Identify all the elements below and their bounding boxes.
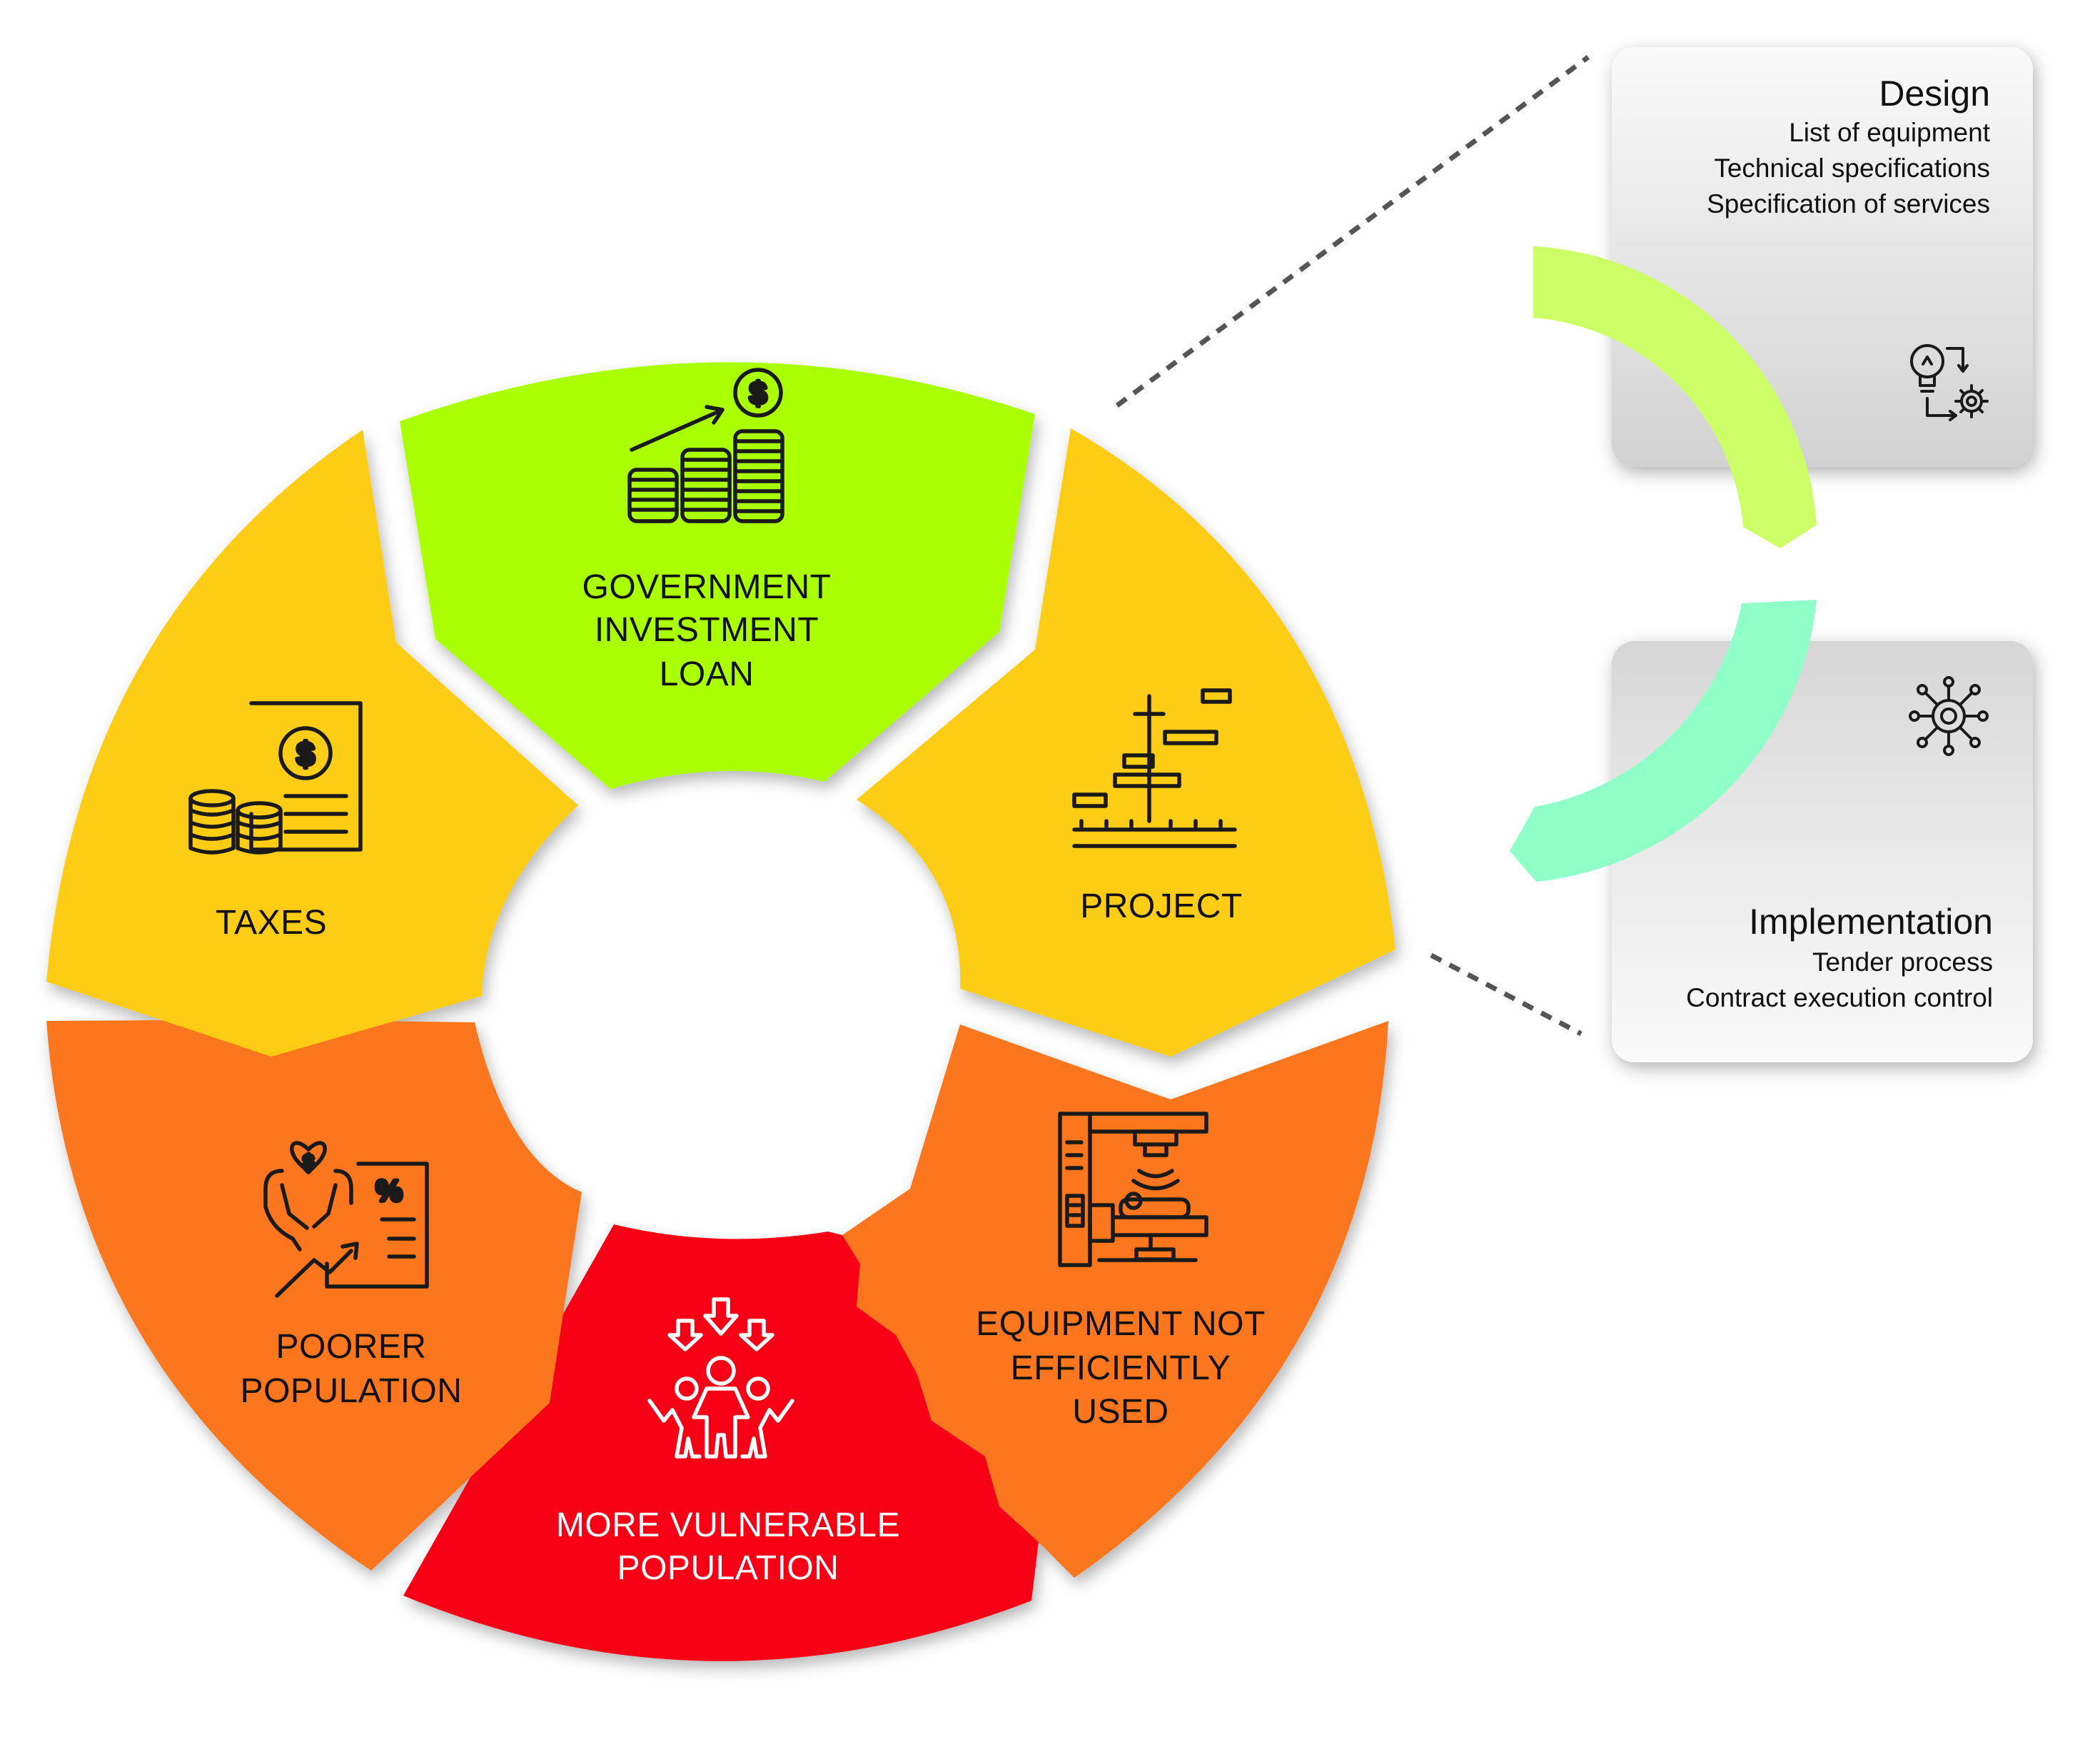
cycle-ring bbox=[46, 362, 1395, 1661]
implementation-arc bbox=[1510, 600, 1817, 882]
tax-coin-stack-right bbox=[236, 801, 283, 855]
design-title: Design bbox=[1879, 74, 1990, 114]
connector-lines bbox=[1115, 55, 1590, 1037]
segment-taxes bbox=[46, 430, 578, 1057]
label-government: GOVERNMENT INVESTMENT LOAN bbox=[582, 568, 831, 693]
coin-stack-3 bbox=[733, 429, 784, 523]
design-line-2: Technical specifications bbox=[1714, 153, 1990, 183]
implementation-line-1: Tender process bbox=[1812, 947, 1993, 977]
implementation-title: Implementation bbox=[1749, 902, 1993, 942]
tax-coin-stack-left bbox=[188, 789, 236, 855]
design-arc bbox=[1533, 246, 1817, 548]
segment-poorer bbox=[46, 1019, 582, 1571]
label-poorer-line-1: POORER bbox=[276, 1328, 426, 1366]
label-poorer: POORER POPULATION bbox=[241, 1328, 463, 1410]
tax-document-icon: $ bbox=[188, 701, 363, 855]
charity-dollar: $ bbox=[303, 1151, 314, 1173]
segment-government bbox=[400, 362, 1035, 789]
charity-finance-icon: $ % bbox=[263, 1141, 429, 1298]
tax-dollar: $ bbox=[296, 735, 315, 772]
charity-percent: % bbox=[375, 1174, 402, 1207]
label-equipment-line-3: USED bbox=[1072, 1393, 1168, 1431]
design-line-3: Specification of services bbox=[1707, 189, 1990, 218]
gantt-chart-icon bbox=[1072, 688, 1237, 848]
connector-design bbox=[1115, 55, 1590, 408]
coin-stack-2 bbox=[680, 448, 732, 523]
label-project: PROJECT bbox=[1080, 887, 1243, 925]
label-poorer-line-2: POPULATION bbox=[241, 1372, 463, 1410]
label-government-line-2: INVESTMENT bbox=[595, 611, 819, 649]
implementation-line-2: Contract execution control bbox=[1686, 983, 1993, 1012]
label-vulnerable: MORE VULNERABLE POPULATION bbox=[556, 1506, 900, 1587]
segment-vulnerable bbox=[403, 1224, 1039, 1661]
idea-gear-icon bbox=[1910, 344, 1989, 421]
label-vulnerable-line-1: MORE VULNERABLE bbox=[556, 1506, 900, 1544]
label-vulnerable-line-2: POPULATION bbox=[617, 1549, 839, 1587]
label-equipment-line-1: EQUIPMENT NOT bbox=[976, 1305, 1266, 1343]
coins-growth-dollar: $ bbox=[749, 376, 767, 411]
segment-project bbox=[857, 428, 1395, 1057]
connector-implementation bbox=[1430, 952, 1582, 1037]
label-equipment-line-2: EFFICIENTLY bbox=[1011, 1349, 1231, 1387]
coins-growth-icon: $ bbox=[627, 368, 784, 523]
label-government-line-3: LOAN bbox=[660, 655, 754, 693]
segment-equipment bbox=[842, 1021, 1388, 1578]
label-equipment: EQUIPMENT NOT EFFICIENTLY USED bbox=[976, 1305, 1266, 1431]
medical-scanner-icon bbox=[1058, 1112, 1208, 1267]
label-government-line-1: GOVERNMENT bbox=[582, 568, 831, 606]
people-group-icon bbox=[647, 1297, 794, 1459]
design-line-1: List of equipment bbox=[1789, 118, 1991, 147]
coin-stack-1 bbox=[627, 468, 679, 523]
network-hub-icon bbox=[1909, 676, 1989, 756]
label-taxes: TAXES bbox=[216, 904, 327, 942]
